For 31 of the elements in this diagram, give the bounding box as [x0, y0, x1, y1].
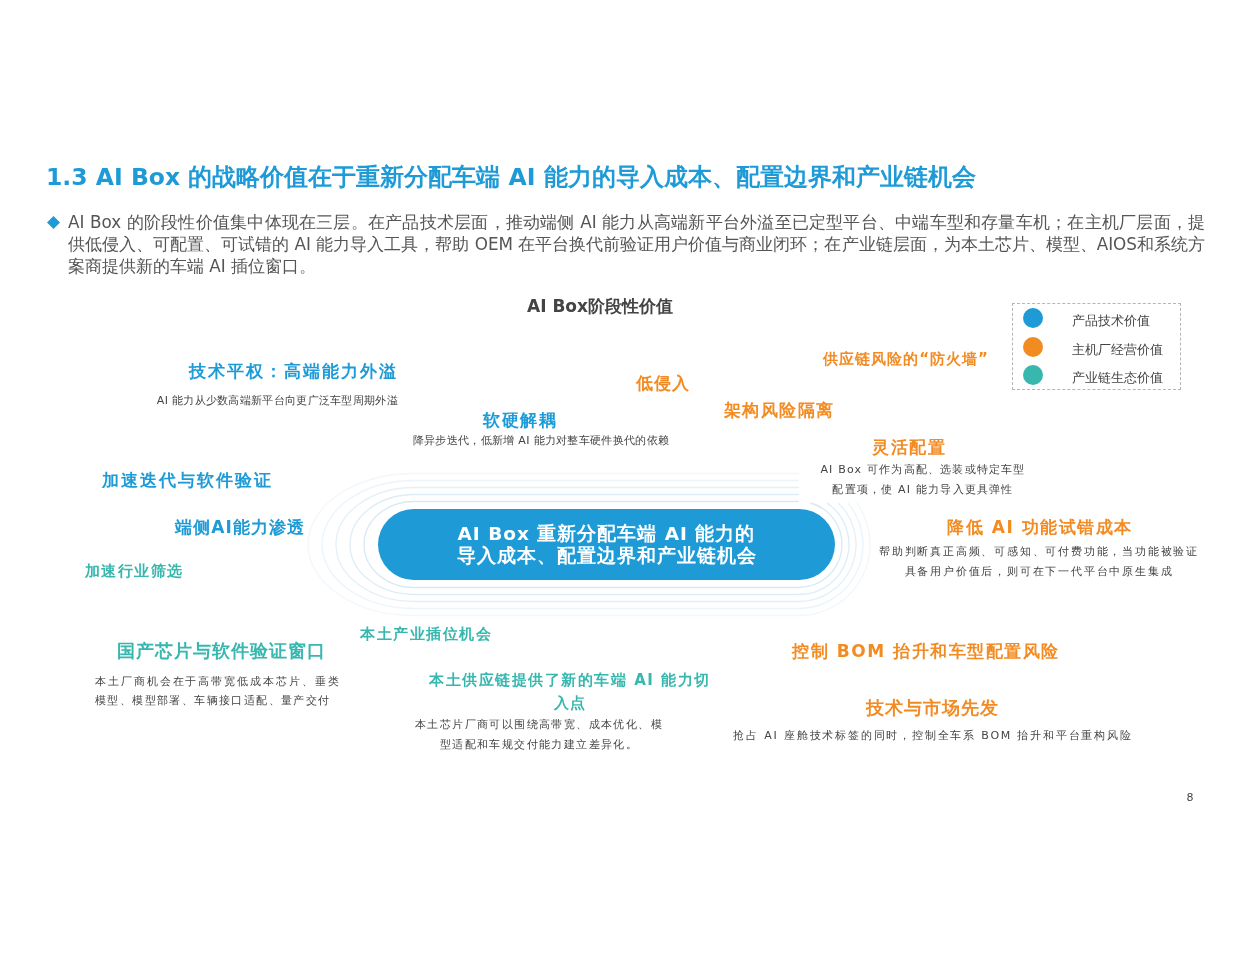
value-heading: 架构风险隔离 [723, 398, 835, 422]
value-description: 帮助判断真正高频、可感知、可付费功能，当功能被验证具备用户价值后，则可在下一代平台中原生集成 [878, 544, 1200, 580]
page-title: 1.3 AI Box 的战略价值在于重新分配车端 AI 能力的导入成本、配置边界和产业链机会 [46, 162, 976, 192]
value-description: 本土厂商机会在于高带宽低成本芯片、垂类模型、模型部署、车辆接口适配、量产交付 [95, 673, 340, 709]
chart-title: AI Box阶段性价值 [527, 294, 673, 318]
value-description: 抢占 AI 座舱技术标签的同时，控制全车系 BOM 抬升和平台重构风险 [733, 727, 1133, 743]
value-heading: 本土供应链提供了新的车端 AI 能力切入点 [428, 669, 712, 714]
legend-label: 产品技术价值 [1072, 312, 1150, 330]
value-description: 降异步迭代，低新增 AI 能力对整车硬件换代的依赖 [412, 432, 670, 448]
value-heading: 技术与市场先发 [865, 697, 999, 720]
value-heading: 国产芯片与软件验证窗口 [116, 639, 326, 663]
value-heading: 控制 BOM 抬升和车型配置风险 [792, 639, 1060, 663]
value-heading: 技术平权：高端能力外溢 [189, 359, 398, 383]
value-description: AI 能力从少数高端新平台向更广泛车型周期外溢 [156, 392, 398, 408]
page-number: 8 [1186, 789, 1194, 805]
value-heading: 降低 AI 功能试错成本 [947, 515, 1133, 539]
value-description: AI Box 可作为高配、选装或特定车型配置项，使 AI 能力导入更具弹性 [819, 462, 1027, 498]
legend-label: 主机厂经营价值 [1072, 340, 1163, 359]
value-heading: 供应链风险的“防火墙” [823, 349, 989, 369]
value-heading: 加速迭代与软件验证 [101, 468, 273, 492]
value-heading: 软硬解耦 [483, 408, 557, 432]
value-heading: 本土产业插位机会 [360, 624, 492, 644]
value-banner [378, 509, 835, 580]
banner-text: AI Box 重新分配车端 AI 能力的导入成本、配置边界和产业链机会 [456, 522, 757, 567]
summary-paragraph: AI Box 的阶段性价值集中体现在三层。在产品技术层面，推动端侧 AI 能力从高端新平台外溢至已定型平台、中端车型和存量车机；在主机厂层面，提供低侵入、可配置、可试错的 AI 能力导入工具，帮助 OEM 在平台换代前验证用户价值与商业闭环；在产业链层面，为本土芯片、模型、AIOS和系统方案商提供新的车端 AI 插位窗口。 [68, 211, 1205, 277]
value-heading: 端侧AI能力渗透 [175, 515, 305, 539]
value-heading: 加速行业筛选 [84, 561, 184, 581]
value-heading: 低侵入 [636, 371, 690, 395]
value-heading: 灵活配置 [872, 435, 946, 459]
value-description: 本土芯片厂商可以围绕高带宽、成本优化、模型适配和车规交付能力建立差异化。 [414, 717, 664, 753]
legend-label: 产业链生态价值 [1072, 369, 1163, 387]
